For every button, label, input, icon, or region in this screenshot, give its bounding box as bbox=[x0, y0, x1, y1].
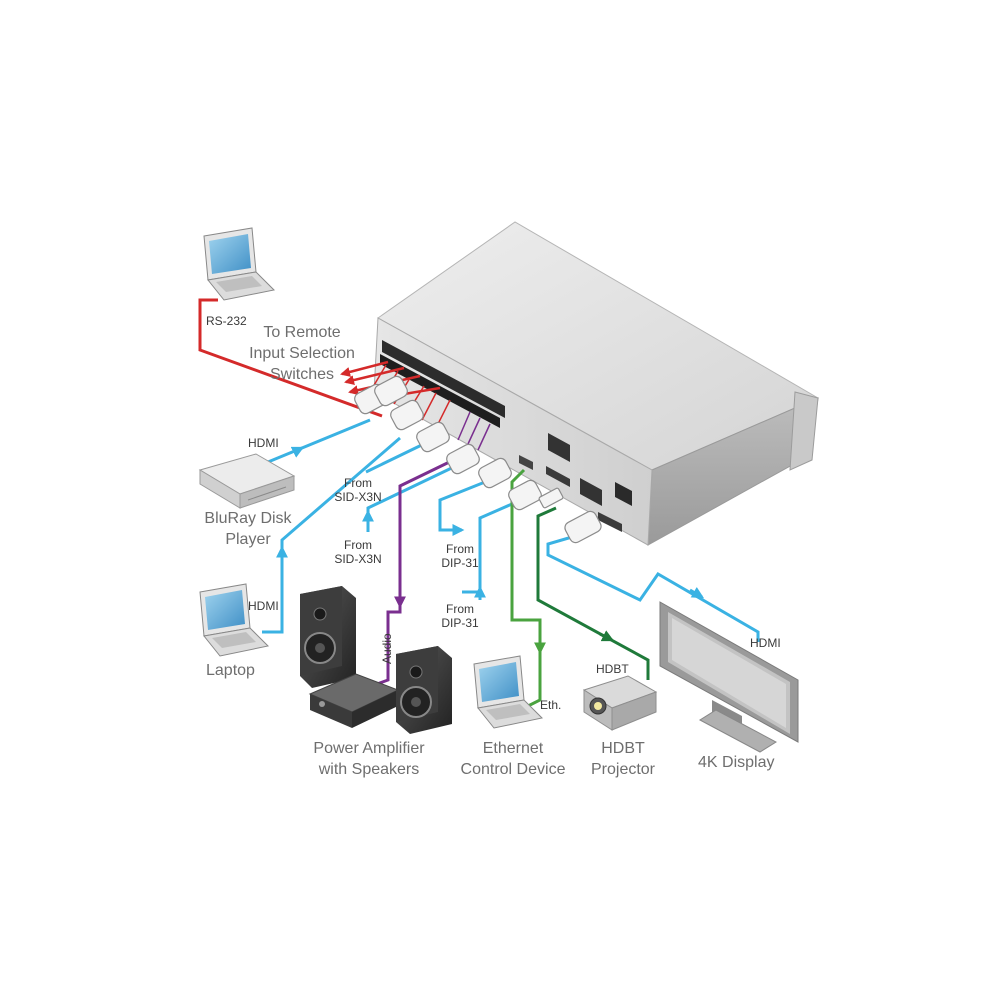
from-dip-31-label-1: From DIP-31 bbox=[441, 542, 479, 570]
remote-switches-label: To Remote Input Selection Switches bbox=[249, 324, 355, 383]
bluray-player-icon bbox=[198, 453, 296, 509]
hdmi-display-cable bbox=[546, 528, 760, 642]
bluray-player-label: BluRay Disk Player bbox=[204, 510, 292, 548]
hdmi-out-port bbox=[546, 466, 570, 487]
hdmi-bluray-arrow bbox=[290, 446, 305, 458]
dip-cable-2 bbox=[462, 502, 513, 594]
amplifier-label: Power Amplifier with Speakers bbox=[313, 740, 425, 778]
laptop-rs232-icon bbox=[203, 227, 276, 301]
cable-connectors bbox=[354, 375, 602, 544]
unit-ports bbox=[519, 433, 632, 532]
speaker-right-icon bbox=[396, 646, 452, 734]
hdbt-label: HDBT bbox=[596, 662, 629, 676]
ethernet-laptop-icon bbox=[473, 655, 544, 729]
hdmi-laptop-label: HDMI bbox=[248, 599, 279, 613]
unit-end-bracket bbox=[789, 391, 819, 471]
audio-label: Audio bbox=[380, 633, 394, 664]
hdmi-laptop-cable bbox=[262, 436, 401, 634]
audio-terminal-wires bbox=[457, 411, 491, 451]
speaker-left-icon bbox=[300, 586, 356, 688]
audio-cable bbox=[365, 450, 471, 690]
ethernet-cable bbox=[510, 468, 542, 708]
from-dip-31-label-2: From DIP-31 bbox=[441, 602, 479, 630]
laptop-icon bbox=[199, 583, 270, 657]
rj45-port-hdbt bbox=[580, 478, 602, 506]
rs232-label: RS-232 bbox=[206, 314, 247, 328]
terminal-blocks bbox=[380, 340, 505, 428]
ethernet-device-label: Ethernet Control Device bbox=[460, 740, 566, 778]
hdmi-bluray-cable bbox=[267, 418, 371, 464]
projector-icon bbox=[582, 675, 658, 731]
display-icon bbox=[659, 601, 799, 753]
dip-cable-1 bbox=[438, 478, 491, 532]
laptop-label: Laptop bbox=[206, 662, 255, 679]
hdmi-bluray-label: HDMI bbox=[248, 436, 279, 450]
usb-port bbox=[519, 455, 533, 470]
hdmi-out-port-2 bbox=[598, 512, 622, 532]
power-connector bbox=[615, 482, 632, 506]
hdbt-cable bbox=[536, 506, 650, 680]
eth-label: Eth. bbox=[540, 698, 562, 712]
projector-label: HDBT Projector bbox=[590, 740, 656, 778]
display-label: 4K Display bbox=[698, 754, 775, 771]
from-sid-x3n-label-2: From SID-X3N bbox=[334, 538, 382, 566]
rs232-cable bbox=[198, 298, 383, 418]
from-sid-x3n-label-1: From SID-X3N bbox=[334, 476, 382, 504]
hdbt-arrow bbox=[599, 630, 615, 642]
main-unit bbox=[373, 221, 820, 546]
hdmi-display-arrow bbox=[689, 586, 705, 599]
rj45-port-1 bbox=[548, 433, 570, 462]
hdmi-display-label: HDMI bbox=[750, 636, 781, 650]
